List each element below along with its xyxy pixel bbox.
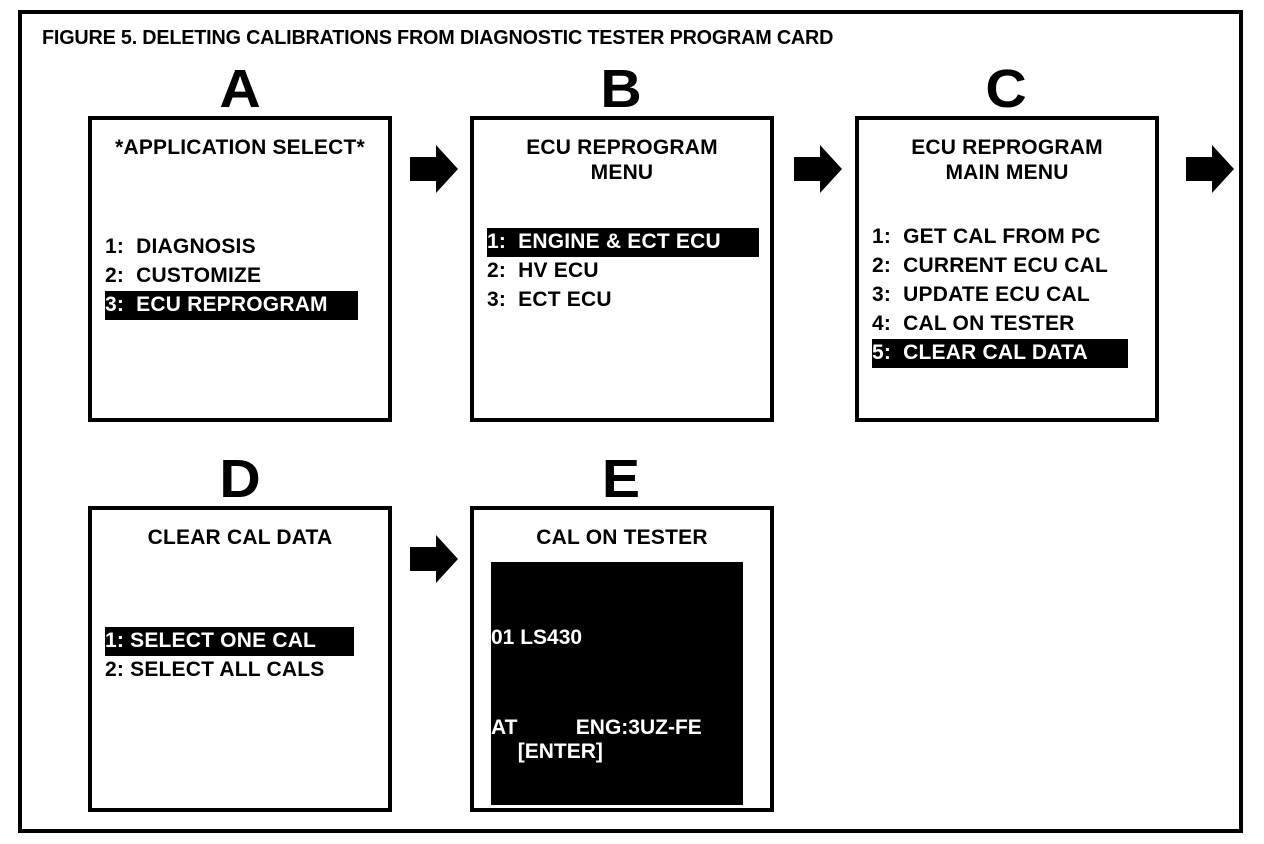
screen-panel-e: CAL ON TESTER 01 LS430 AT ENG:3UZ-FE 01 … (470, 506, 774, 812)
footer-enter-text: TO SELECT (603, 740, 728, 763)
arrow-a-to-b (410, 143, 458, 195)
screen-e-footer: [ENTER] TO SELECT [EXIT] TO RETURN (474, 738, 770, 792)
footer-exit-line: [EXIT] TO RETURN (527, 767, 717, 790)
screen-panel-a: *APPLICATION SELECT* 1: DIAGNOSIS 2: CUS… (88, 116, 392, 422)
screen-panel-c: ECU REPROGRAM MAIN MENU 1: GET CAL FROM … (855, 116, 1159, 422)
menu-item-clear-cal-data[interactable]: 5: CLEAR CAL DATA (872, 339, 1128, 368)
screen-c-menu: 1: GET CAL FROM PC 2: CURRENT ECU CAL 3:… (872, 223, 1142, 368)
menu-item-get-cal-from-pc[interactable]: 1: GET CAL FROM PC (872, 225, 1101, 248)
footer-enter-line: [ENTER] TO SELECT (474, 738, 770, 765)
menu-item-ecu-reprogram[interactable]: 3: ECU REPROGRAM (105, 291, 358, 320)
menu-item-current-ecu-cal[interactable]: 2: CURRENT ECU CAL (872, 254, 1108, 277)
cal-item-spec: AT ENG:3UZ-FE (491, 716, 702, 739)
menu-item-select-one-cal[interactable]: 1: SELECT ONE CAL (105, 627, 354, 656)
enter-key-badge[interactable]: [ENTER] (516, 739, 604, 765)
panel-letter-c: C (985, 59, 1027, 119)
menu-item-hv-ecu[interactable]: 2: HV ECU (487, 259, 599, 282)
screen-a-menu: 1: DIAGNOSIS 2: CUSTOMIZE 3: ECU REPROGR… (105, 233, 375, 320)
panel-letter-e: E (601, 449, 641, 509)
menu-item-update-ecu-cal[interactable]: 3: UPDATE ECU CAL (872, 283, 1090, 306)
figure-title: FIGURE 5. DELETING CALIBRATIONS FROM DIA… (42, 26, 834, 49)
panel-letter-d: D (219, 449, 261, 509)
screen-b-title: ECU REPROGRAM MENU (526, 136, 718, 184)
menu-item-customize[interactable]: 2: CUSTOMIZE (105, 264, 262, 287)
arrow-d-to-e (410, 533, 458, 585)
panel-letter-a: A (219, 59, 261, 119)
cal-list-item-gs430[interactable]: 01 GS430 AT ENG:3UZ-FE (491, 805, 753, 808)
panel-letter-b: B (600, 59, 642, 119)
screen-c-title: ECU REPROGRAM MAIN MENU (911, 136, 1103, 184)
menu-item-cal-on-tester[interactable]: 4: CAL ON TESTER (872, 312, 1075, 335)
cal-item-model: 01 LS430 (491, 626, 583, 649)
screen-b-menu: 1: ENGINE & ECT ECU 2: HV ECU 3: ECT ECU (487, 228, 759, 315)
arrow-b-to-c (794, 143, 842, 195)
screen-e-title: CAL ON TESTER (536, 526, 708, 549)
arrow-c-to-next (1186, 143, 1234, 195)
menu-item-diagnosis[interactable]: 1: DIAGNOSIS (105, 235, 256, 258)
screen-d-menu: 1: SELECT ONE CAL 2: SELECT ALL CALS (105, 627, 375, 685)
menu-item-select-all-cals[interactable]: 2: SELECT ALL CALS (105, 658, 325, 681)
menu-item-ect-ecu[interactable]: 3: ECT ECU (487, 288, 612, 311)
screen-panel-b: ECU REPROGRAM MENU 1: ENGINE & ECT ECU 2… (470, 116, 774, 422)
screen-d-title: CLEAR CAL DATA (147, 526, 333, 549)
screen-a-title: *APPLICATION SELECT* (115, 136, 365, 159)
menu-item-engine-ect-ecu[interactable]: 1: ENGINE & ECT ECU (487, 228, 759, 257)
screen-panel-d: CLEAR CAL DATA 1: SELECT ONE CAL 2: SELE… (88, 506, 392, 812)
